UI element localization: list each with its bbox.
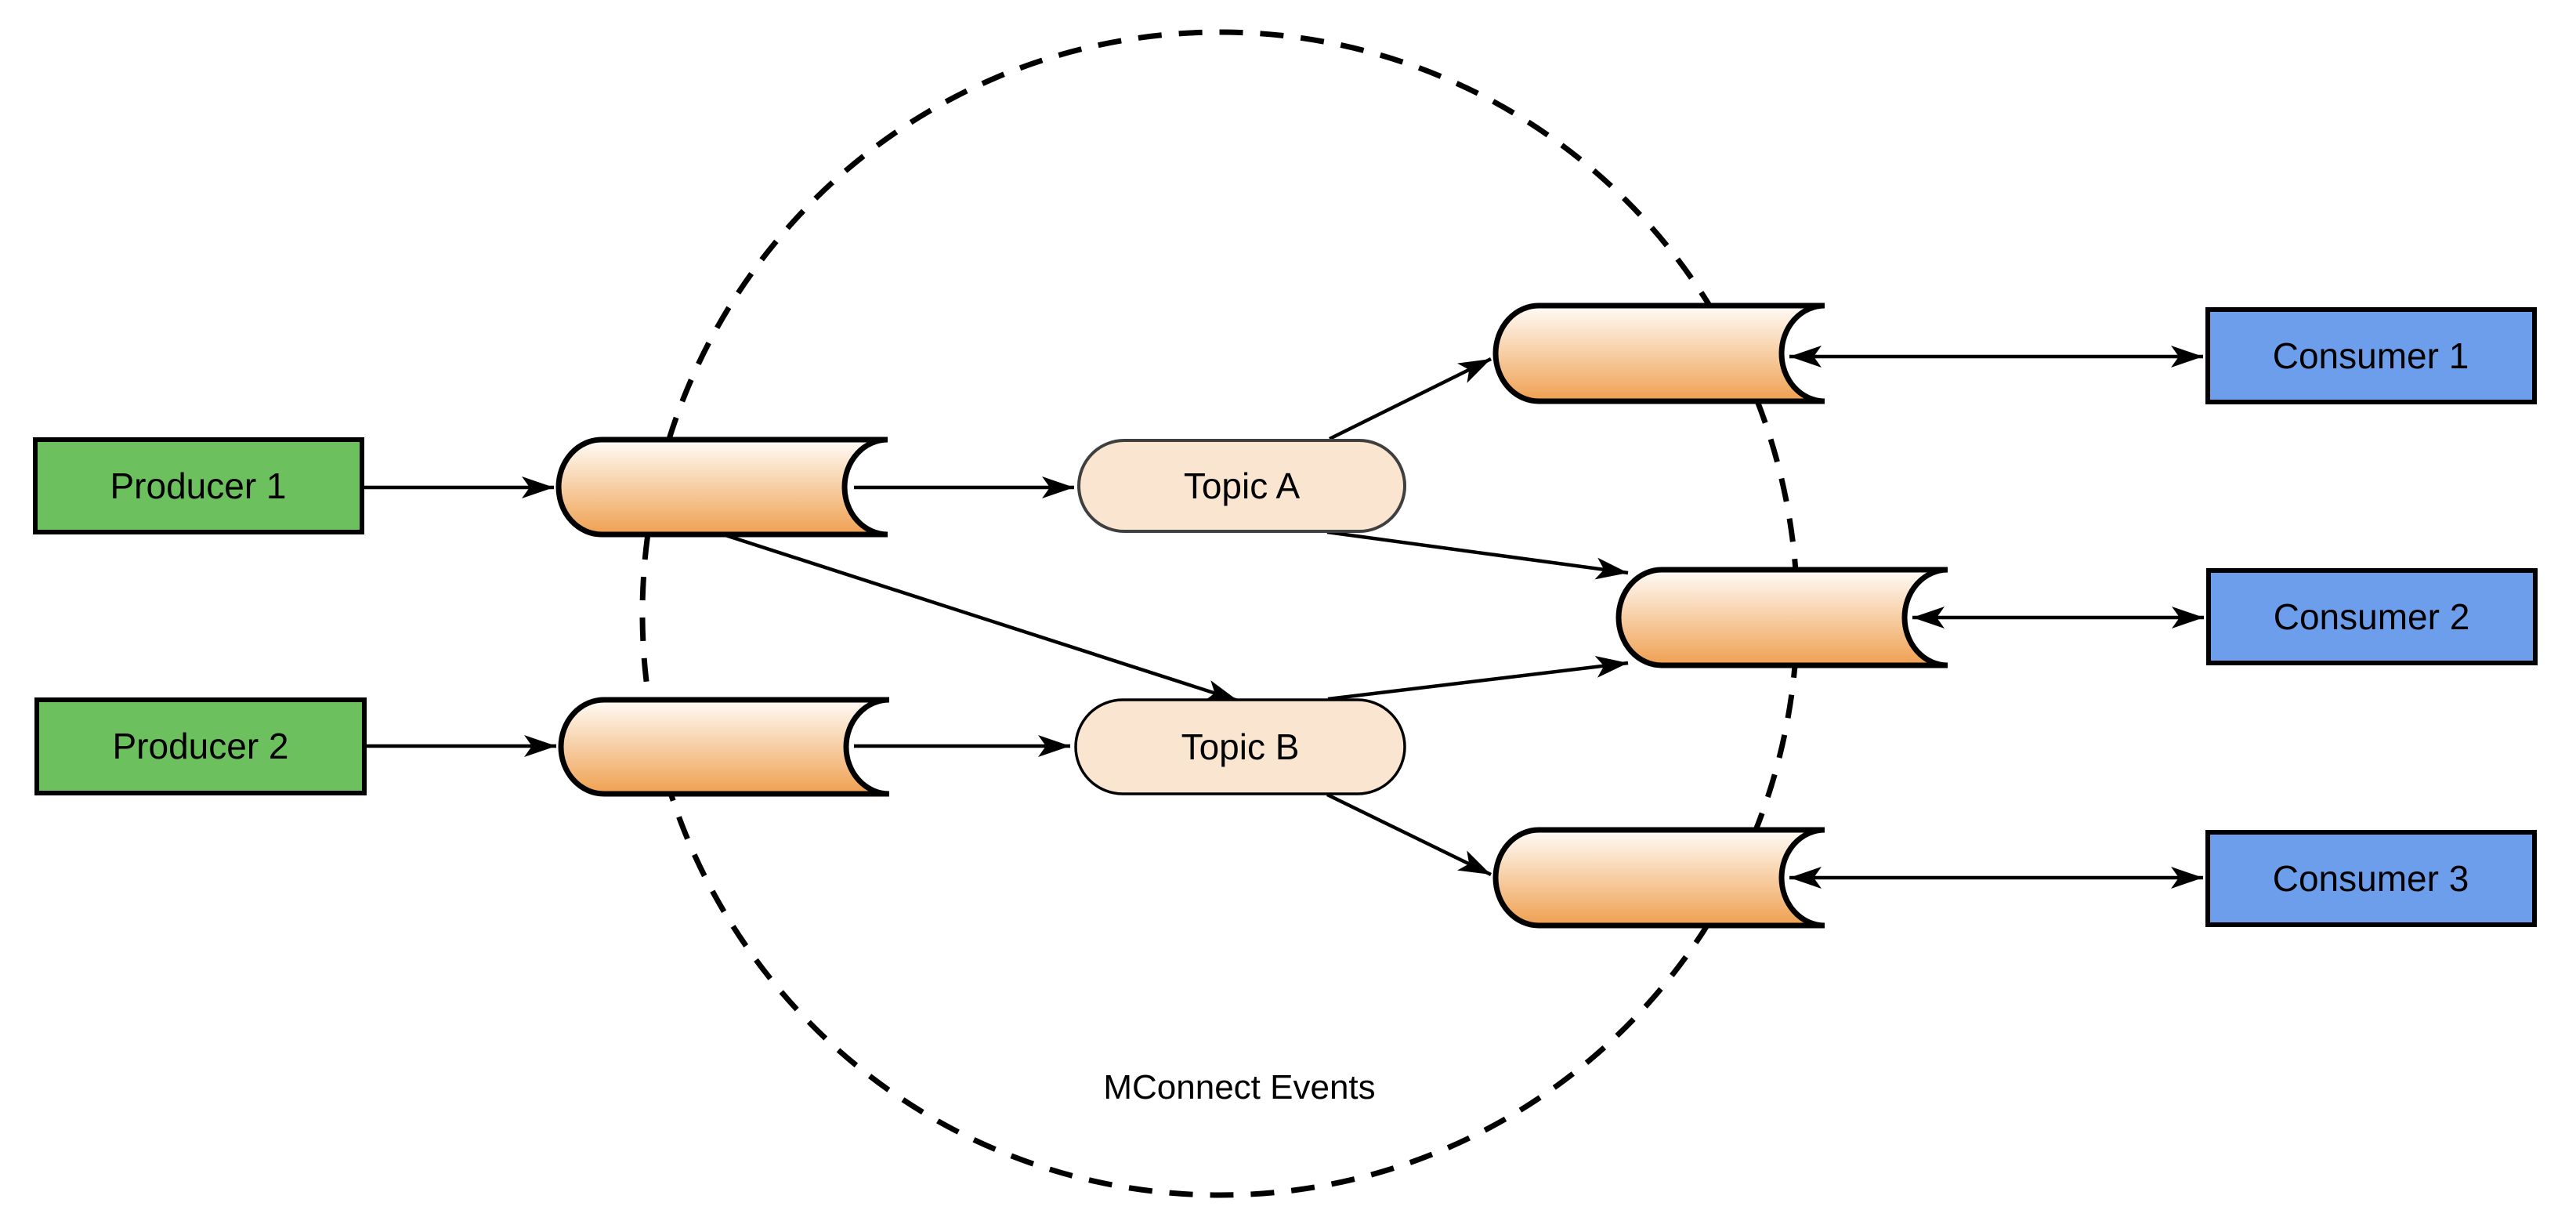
consumer-3-label: Consumer 3 (2273, 858, 2469, 899)
topic-b-pill (1074, 698, 1406, 795)
consumer-2-node: Consumer 2 (2206, 568, 2538, 665)
edge-layer (362, 346, 2204, 889)
topic-a-node: Topic A (1077, 439, 1406, 533)
boundary-label: MConnect Events (1103, 1068, 1375, 1107)
edge-topicB-to-queue5 (1326, 792, 1492, 877)
producer-1-node: Producer 1 (33, 437, 364, 534)
consumer-1-node: Consumer 1 (2205, 307, 2537, 404)
producer-1-label: Producer 1 (110, 465, 286, 506)
producer-2-node: Producer 2 (34, 697, 367, 795)
edge-topicA-to-queue4 (1326, 530, 1629, 580)
topic-a-label: Topic A (1184, 465, 1301, 506)
consumer-3-node: Consumer 3 (2205, 830, 2537, 927)
producer-2-box (34, 697, 367, 795)
consumer-3-box (2205, 830, 2537, 927)
queue-cylinder-1 (555, 437, 888, 538)
producer-2-label: Producer 2 (112, 726, 288, 766)
consumer-2-label: Consumer 2 (2274, 596, 2470, 637)
queue-cylinder-2 (558, 697, 890, 797)
consumer-1-box (2205, 307, 2537, 404)
queue-cylinder-5 (1492, 827, 1825, 929)
queue-cylinder-4 (1615, 567, 1948, 668)
edge-topicB-to-queue4 (1327, 655, 1629, 701)
consumer-2-box (2206, 568, 2538, 665)
edge-queue1-to-topicB (725, 533, 1239, 703)
queue-layer (555, 302, 1948, 929)
queue-cylinder-3 (1492, 302, 1825, 404)
edge-topicA-to-queue3 (1329, 357, 1492, 441)
topic-b-node: Topic B (1074, 698, 1406, 795)
producer-1-box (33, 437, 364, 534)
topic-a-pill (1077, 439, 1406, 533)
topic-b-label: Topic B (1181, 726, 1300, 767)
consumer-1-label: Consumer 1 (2273, 335, 2469, 376)
